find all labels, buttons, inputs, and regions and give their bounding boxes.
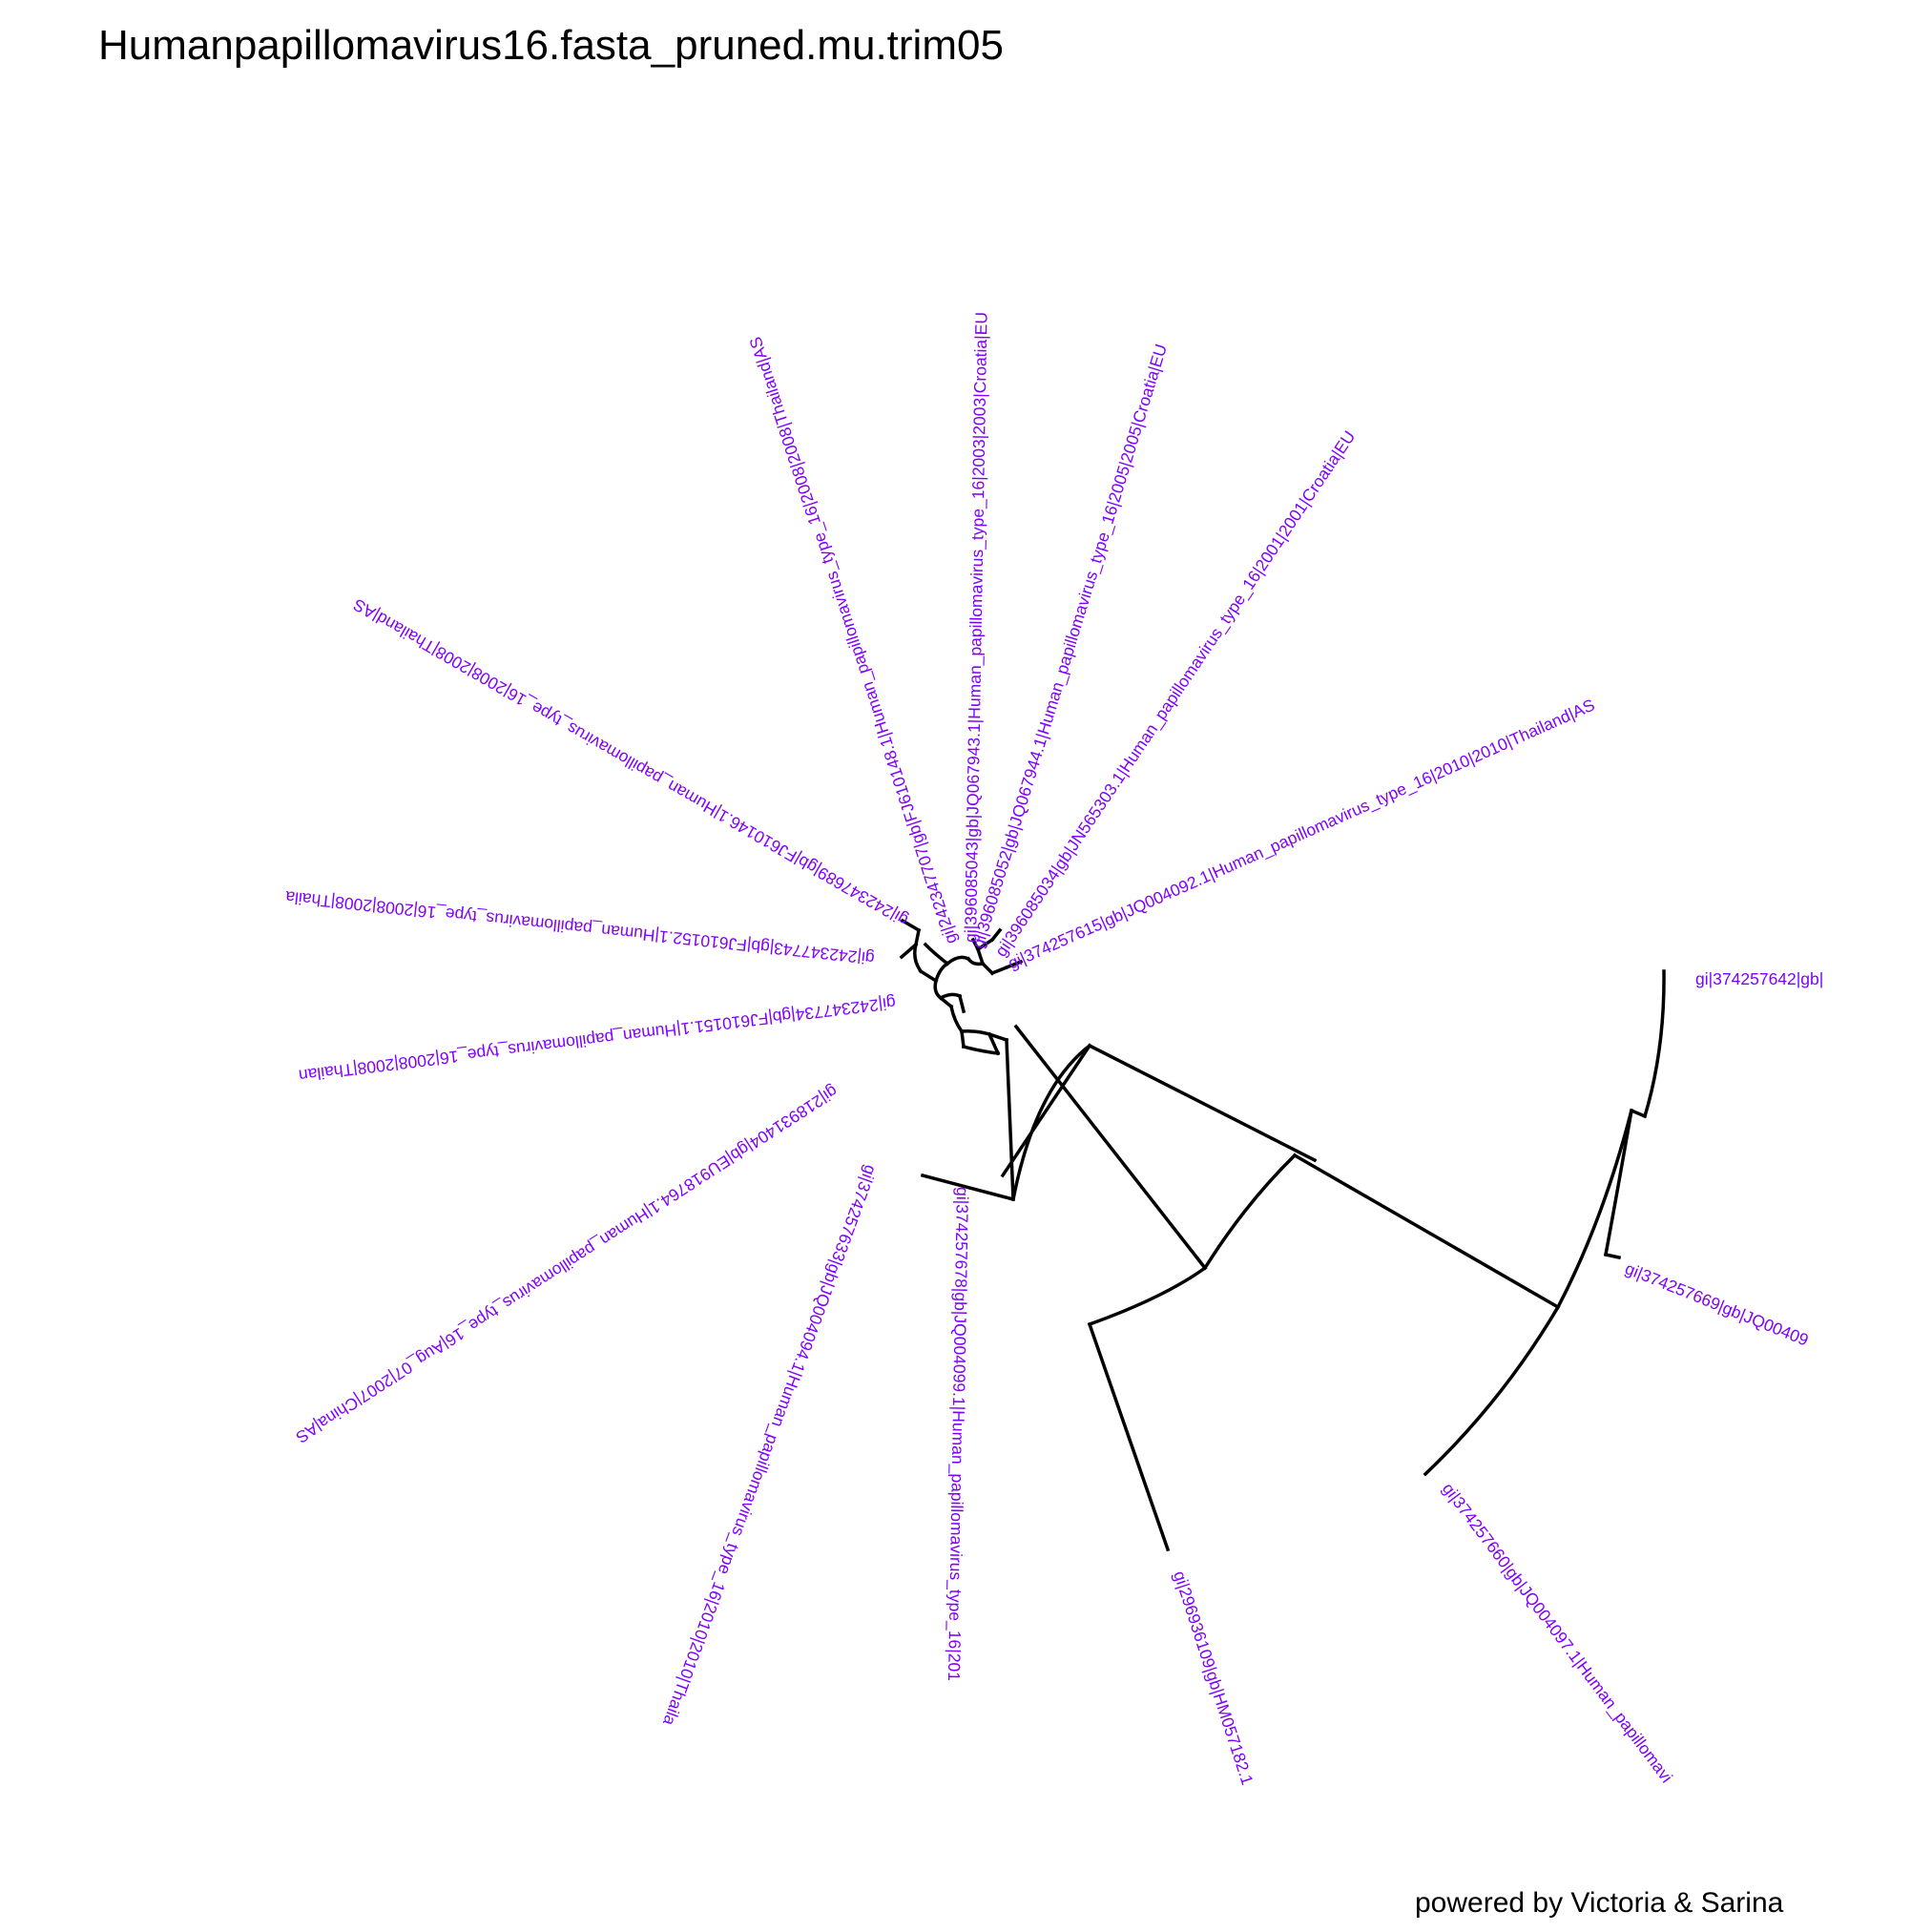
- page-title: Humanpapillomavirus16.fasta_pruned.mu.tr…: [98, 22, 1004, 69]
- tip-label: gi|374257669|gb|JQ00409: [1623, 1258, 1812, 1349]
- branch: [1087, 1043, 1318, 1163]
- branch: [1292, 1153, 1561, 1310]
- branch: [1202, 1153, 1298, 1271]
- branch: [970, 937, 981, 952]
- tip-label: gi|374257633|gb|JQ004094.1|Human_papillo…: [658, 1162, 881, 1728]
- branch: [1629, 1108, 1648, 1119]
- branch: [918, 968, 939, 984]
- branch: [1603, 1252, 1622, 1260]
- branch: [1005, 1038, 1015, 1201]
- branch: [948, 1004, 965, 1034]
- branch: [1555, 1108, 1634, 1310]
- branch: [987, 1031, 1001, 1056]
- branch: [1013, 1024, 1208, 1271]
- tip-labels: gi|242347707|gb|FJ610148.1|Human_papillo…: [284, 312, 1823, 1787]
- branch: [1603, 1108, 1634, 1257]
- branch: [1423, 1304, 1561, 1477]
- tip-label: gi|396085043|gb|JQ067943.1|Human_papillo…: [961, 312, 992, 943]
- branch: [1004, 959, 1024, 970]
- tip-label: gi|374257660|gb|JQ004097.1|Human_papillo…: [1438, 1479, 1676, 1786]
- branch: [989, 965, 1009, 976]
- branch: [960, 1029, 966, 1049]
- branch: [1642, 969, 1666, 1119]
- branch: [933, 961, 950, 984]
- tip-label: gi|296936109|gb|HM057182.1: [1170, 1568, 1257, 1787]
- branch: [938, 992, 963, 1001]
- branch: [938, 995, 954, 1009]
- branch: [960, 1029, 992, 1037]
- branch: [899, 942, 919, 960]
- tip-label: gi|374257642|gb|: [1695, 969, 1823, 988]
- branch: [1087, 1321, 1171, 1552]
- branch: [945, 955, 971, 966]
- branch: [1087, 1265, 1208, 1327]
- tip-label: gi|242347734|gb|FJ610151.1|Human_papillo…: [298, 992, 897, 1086]
- branch: [913, 942, 924, 974]
- branch: [1000, 1043, 1092, 1178]
- tree-branches: [899, 918, 1666, 1552]
- tip-label: gi|242347689|gb|FJ610146.1|Human_papillo…: [350, 594, 912, 930]
- credit-text: powered by Victoria & Sarina: [1415, 1887, 1784, 1919]
- branch: [957, 993, 966, 1014]
- branch: [961, 1044, 1000, 1055]
- branch: [913, 927, 922, 947]
- branch: [920, 1173, 1016, 1202]
- branch: [975, 946, 986, 966]
- tip-label: gi|374257678|gb|JQ004099.1|Human_papillo…: [944, 1187, 972, 1681]
- branch: [975, 937, 995, 952]
- branch: [900, 918, 922, 933]
- branch: [980, 961, 995, 976]
- branch: [923, 942, 950, 966]
- branch: [989, 927, 1003, 943]
- branch: [1010, 1043, 1092, 1202]
- tip-label: gi|374257615|gb|JQ004092.1|Human_papillo…: [1005, 696, 1597, 974]
- tip-label: gi|218931404|gb|EU918764.1|Human_papillo…: [292, 1081, 841, 1447]
- branch: [933, 978, 944, 1001]
- tip-label: gi|242347743|gb|FJ610152.1|Human_papillo…: [284, 886, 876, 968]
- branch: [987, 1031, 1009, 1043]
